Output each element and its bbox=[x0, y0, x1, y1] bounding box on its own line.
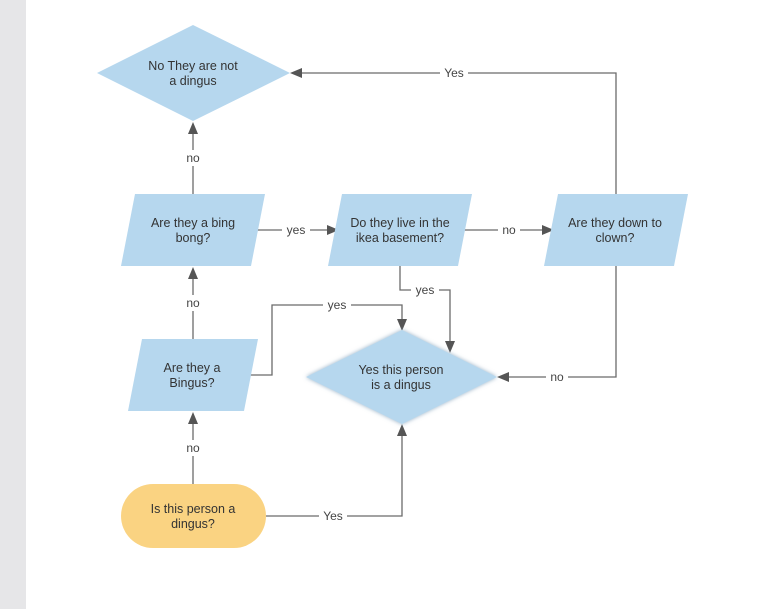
node-clown[interactable]: Are they down to clown? bbox=[544, 194, 688, 266]
edge-bingus-to-is-dingus[interactable]: yes bbox=[248, 297, 407, 376]
diagram-canvas[interactable]: Yes no yes no yes bbox=[26, 0, 760, 609]
flowchart[interactable]: Yes no yes no yes bbox=[26, 0, 760, 609]
node-label: Bingus? bbox=[169, 376, 214, 390]
edge-label-yes: Yes bbox=[444, 66, 464, 80]
edge-label-no: no bbox=[186, 296, 200, 310]
node-label: No They are not bbox=[148, 59, 238, 73]
node-label: Are they a bbox=[164, 361, 221, 375]
edge-label-yes: yes bbox=[416, 283, 435, 297]
node-start[interactable]: Is this person a dingus? bbox=[121, 484, 266, 548]
edge-label-yes: yes bbox=[328, 298, 347, 312]
node-label: Are they a bing bbox=[151, 216, 235, 230]
edge-bingus-to-bing-bong[interactable]: no bbox=[182, 267, 204, 339]
node-label: is a dingus bbox=[371, 378, 431, 392]
node-bingus[interactable]: Are they a Bingus? bbox=[128, 339, 258, 411]
edge-label-yes: Yes bbox=[323, 509, 343, 523]
node-ikea[interactable]: Do they live in the ikea basement? bbox=[328, 194, 472, 266]
edge-bing-bong-to-ikea[interactable]: yes bbox=[256, 222, 339, 238]
edge-label-no: no bbox=[550, 370, 564, 384]
node-label: bong? bbox=[176, 231, 211, 245]
node-label: ikea basement? bbox=[356, 231, 444, 245]
node-label: Are they down to bbox=[568, 216, 662, 230]
edge-start-to-is-dingus[interactable]: Yes bbox=[266, 424, 407, 524]
node-not-dingus[interactable]: No They are not a dingus bbox=[97, 25, 290, 121]
node-is-dingus[interactable]: Yes this person is a dingus bbox=[306, 330, 497, 424]
edge-label-no: no bbox=[186, 441, 200, 455]
edge-clown-to-not-dingus[interactable]: Yes bbox=[290, 65, 617, 194]
edge-label-no: no bbox=[502, 223, 516, 237]
node-label: a dingus bbox=[169, 74, 216, 88]
edge-clown-to-is-dingus[interactable]: no bbox=[497, 266, 617, 385]
node-bing-bong[interactable]: Are they a bing bong? bbox=[121, 194, 265, 266]
edge-ikea-to-clown[interactable]: no bbox=[463, 222, 554, 238]
node-label: dingus? bbox=[171, 517, 215, 531]
node-label: Is this person a bbox=[151, 502, 236, 516]
edge-label-yes: yes bbox=[287, 223, 306, 237]
node-label: Do they live in the bbox=[350, 216, 449, 230]
canvas-border bbox=[0, 0, 26, 609]
edge-bing-bong-to-not-dingus[interactable]: no bbox=[182, 122, 204, 194]
node-label: Yes this person bbox=[358, 363, 443, 377]
edge-ikea-to-is-dingus[interactable]: yes bbox=[399, 266, 455, 353]
node-label: clown? bbox=[596, 231, 635, 245]
edge-start-to-bingus[interactable]: no bbox=[182, 412, 204, 484]
edge-label-no: no bbox=[186, 151, 200, 165]
